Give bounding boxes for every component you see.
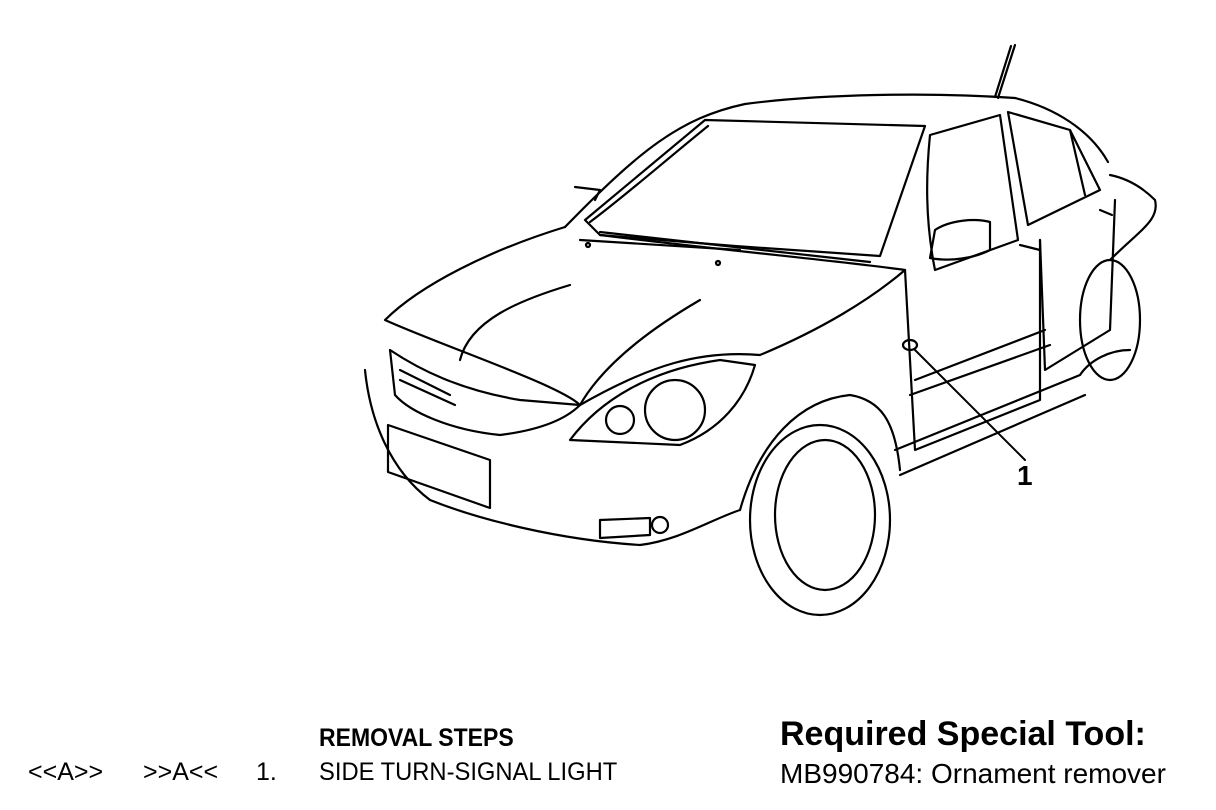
callout-leader bbox=[914, 349, 1026, 461]
front-fender bbox=[738, 393, 902, 512]
side-mirror bbox=[928, 219, 992, 261]
headlight bbox=[568, 358, 757, 447]
front-wheel bbox=[748, 423, 892, 617]
grille bbox=[388, 348, 582, 437]
special-tool-title: Required Special Tool: bbox=[780, 715, 1146, 753]
front-bumper bbox=[363, 368, 742, 547]
roof-outline bbox=[563, 93, 1110, 229]
side-window-rear bbox=[1006, 110, 1102, 227]
antenna bbox=[993, 43, 1017, 100]
door-front bbox=[903, 238, 1042, 452]
door-rear bbox=[1038, 198, 1117, 372]
step-number: 1. bbox=[256, 758, 277, 786]
license-plate bbox=[386, 423, 492, 510]
removal-service-mark: <<A>> bbox=[28, 758, 104, 786]
removal-steps-title: REMOVAL STEPS bbox=[319, 724, 514, 752]
installation-service-mark: >>A<< bbox=[143, 758, 219, 786]
step-label: SIDE TURN-SIGNAL LIGHT bbox=[319, 758, 618, 786]
special-tool-item: MB990784: Ornament remover bbox=[780, 758, 1166, 789]
hood bbox=[383, 225, 907, 407]
callout-label-1: 1 bbox=[1017, 460, 1033, 491]
side-turn-signal bbox=[901, 338, 919, 352]
side-window-front bbox=[926, 113, 1020, 272]
